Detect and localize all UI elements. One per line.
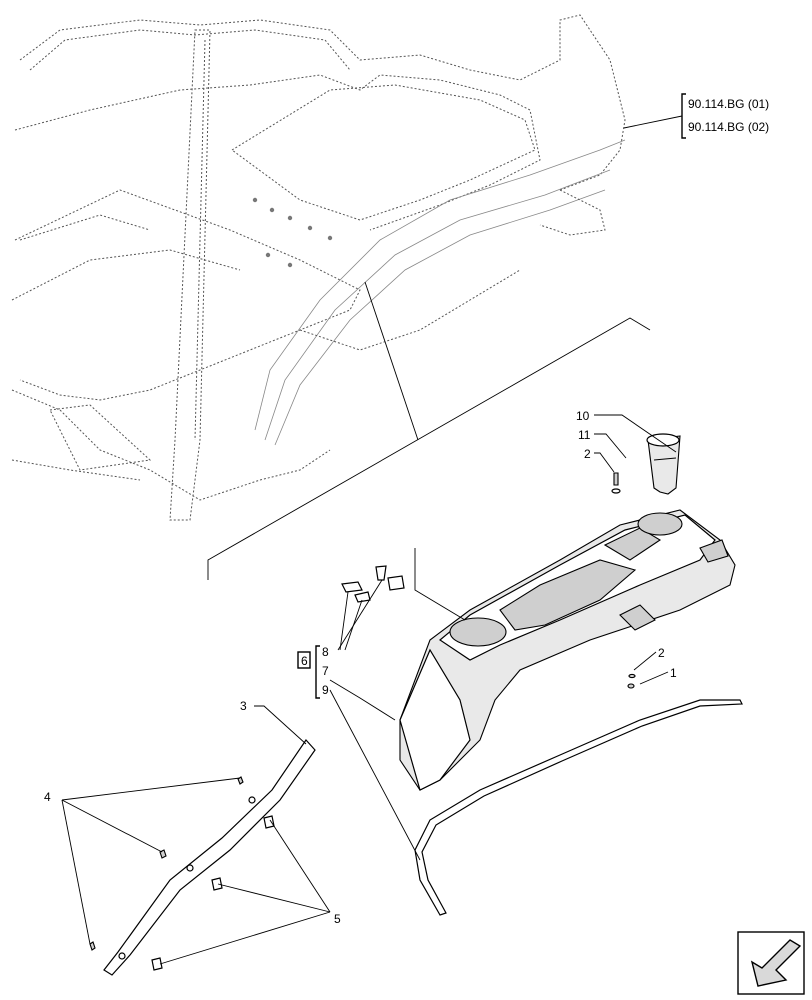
center-console-part bbox=[399, 509, 736, 791]
callout-7: 7 bbox=[322, 664, 329, 678]
cable-tie-parts bbox=[337, 565, 405, 651]
cab-structure-ghost bbox=[11, 14, 626, 521]
detail-break-lines bbox=[207, 281, 651, 580]
arrow-back-icon[interactable] bbox=[737, 931, 805, 995]
reference-box[interactable]: 90.114.BG (01) 90.114.BG (02) bbox=[623, 93, 769, 139]
trim-strip-part bbox=[89, 739, 316, 976]
reference-link-01[interactable]: 90.114.BG (01) bbox=[688, 97, 769, 111]
callout-4: 4 bbox=[44, 790, 51, 804]
gasket-strip-part bbox=[414, 699, 743, 916]
callout-2-upper: 2 bbox=[584, 447, 591, 461]
callout-8: 8 bbox=[322, 645, 329, 659]
callout-2-lower: 2 bbox=[658, 646, 665, 660]
callout-11: 11 bbox=[578, 428, 591, 442]
callout-labels: 10 11 2 2 1 6 8 7 9 3 4 5 bbox=[44, 409, 677, 926]
screw-parts bbox=[611, 472, 636, 689]
callout-5: 5 bbox=[334, 912, 341, 926]
callout-6: 6 bbox=[301, 654, 308, 668]
callout-1: 1 bbox=[670, 666, 677, 680]
callout-9: 9 bbox=[322, 683, 329, 697]
callout-3: 3 bbox=[240, 699, 247, 713]
cup-holder-insert-part bbox=[646, 433, 681, 495]
reference-link-02[interactable]: 90.114.BG (02) bbox=[688, 120, 769, 134]
callout-10: 10 bbox=[576, 409, 590, 423]
callout-leaders bbox=[61, 414, 677, 965]
